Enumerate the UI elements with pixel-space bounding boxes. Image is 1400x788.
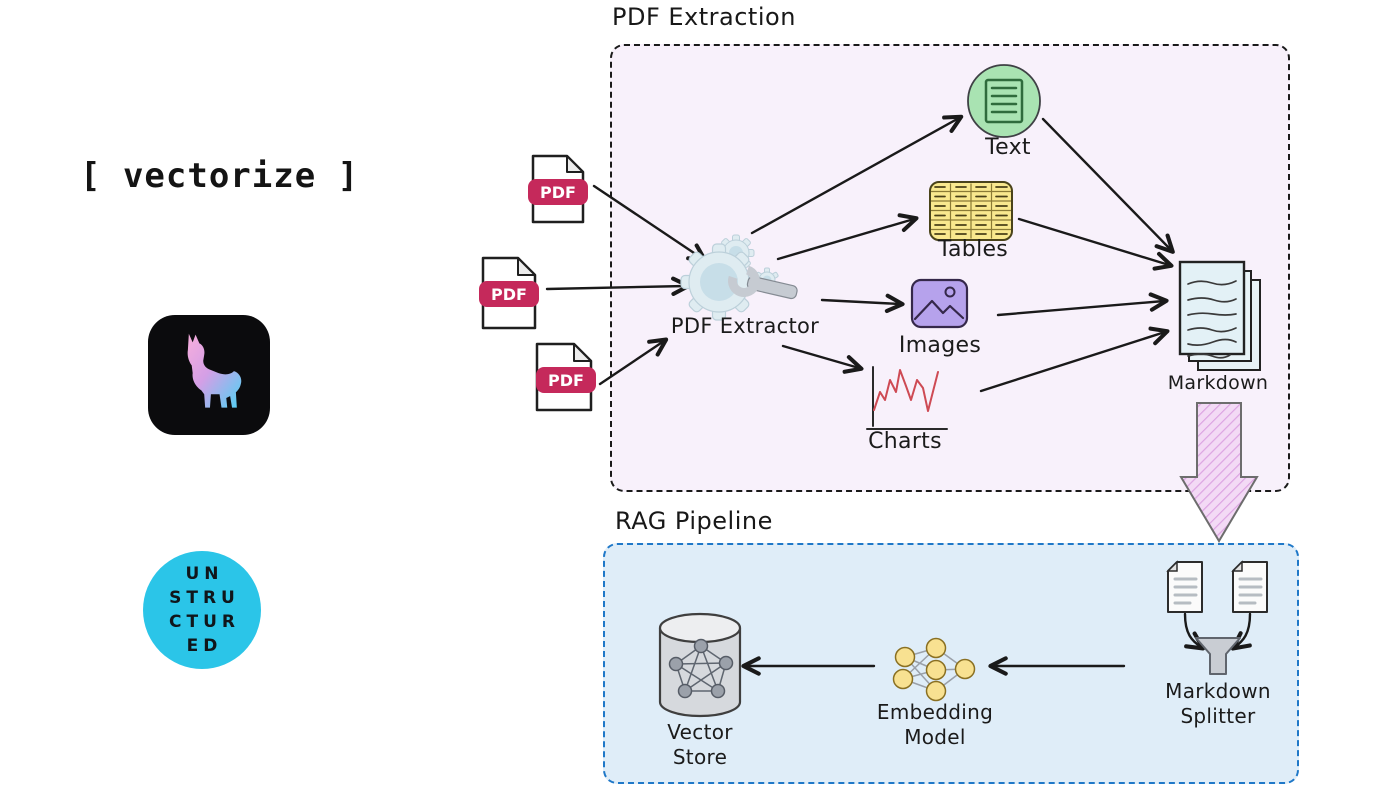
- vector-store-label: Vector Store: [667, 720, 733, 770]
- arrow-pdf1-to-extractor: [592, 184, 708, 263]
- arrow-images-to-markdown: [996, 292, 1169, 317]
- pdf-extractor-label: PDF Extractor: [670, 314, 820, 338]
- arrow-extractor-to-images: [820, 293, 905, 314]
- arrow-extractor-to-tables: [776, 213, 919, 261]
- markdown-splitter-label-line1: Markdown: [1165, 679, 1271, 703]
- pdf-file-icon: PDF: [528, 154, 588, 224]
- doc-icon: [1166, 560, 1203, 613]
- rag-pipeline-title: RAG Pipeline: [615, 507, 773, 535]
- vector-store-label-line2: Store: [672, 745, 728, 769]
- gears-wrench-icon: [680, 234, 798, 321]
- llamaindex-logo: [148, 315, 270, 435]
- pdf-file-icon: PDF: [479, 256, 539, 330]
- database-cylinder-icon: [658, 612, 742, 718]
- embedding-model-label-line2: Model: [904, 725, 966, 749]
- doc-icon: [1231, 560, 1268, 613]
- markdown-to-rag-arrow: [1179, 402, 1259, 543]
- vector-store-label-line1: Vector: [667, 720, 733, 744]
- pdf-file-icon: PDF: [535, 342, 596, 412]
- unstructured-logo: UN STRU CTUR ED: [143, 551, 261, 669]
- unstructured-logo-line: STRU: [169, 588, 240, 608]
- charts-label: Charts: [868, 429, 942, 454]
- neural-network-icon: [892, 637, 976, 702]
- embedding-model-label: Embedding Model: [877, 700, 993, 750]
- images-label: Images: [898, 333, 982, 358]
- arrow-charts-to-markdown: [979, 326, 1170, 393]
- pdf-extraction-title: PDF Extraction: [612, 3, 796, 31]
- pdf-badge-label: PDF: [548, 371, 584, 390]
- llama-silhouette-icon: [187, 333, 242, 408]
- table-grid-icon: [929, 181, 1013, 241]
- pdf-badge-label: PDF: [491, 285, 527, 304]
- unstructured-logo-line: ED: [186, 636, 223, 656]
- arrow-tables-to-markdown: [1017, 217, 1174, 271]
- unstructured-logo-line: CTUR: [169, 612, 240, 632]
- gear-large-icon: [680, 243, 758, 321]
- vectorize-wordmark: [ vectorize ]: [80, 156, 360, 196]
- arrow-pdf2-to-extractor: [545, 276, 691, 296]
- line-chart-icon: [866, 366, 948, 430]
- unstructured-logo-line: UN: [185, 564, 224, 584]
- markdown-splitter-label: Markdown Splitter: [1165, 679, 1271, 729]
- pages-stack-icon: [1178, 260, 1261, 371]
- pdf-badge-label: PDF: [540, 183, 576, 202]
- embedding-model-label-line1: Embedding: [876, 700, 994, 724]
- arrow-text-to-markdown: [1041, 117, 1175, 254]
- arrow-doc1-to-funnel: [1183, 612, 1206, 651]
- picture-icon: [910, 278, 969, 329]
- markdown-splitter-label-line2: Splitter: [1180, 704, 1256, 728]
- tables-label: Tables: [937, 237, 1009, 262]
- text-document-icon: [967, 64, 1041, 138]
- funnel-icon: [1195, 637, 1241, 675]
- arrow-extractor-to-text: [750, 114, 964, 235]
- arrow-extractor-to-charts: [781, 344, 864, 374]
- markdown-splitter-icon: [1166, 560, 1268, 675]
- arrow-doc2-to-funnel: [1230, 612, 1252, 651]
- markdown-label: Markdown: [1167, 372, 1269, 394]
- arrow-pdf3-to-extractor: [598, 337, 669, 386]
- flow-arrows: [545, 114, 1252, 676]
- wrench-icon: [728, 265, 798, 300]
- text-label: Text: [985, 135, 1031, 160]
